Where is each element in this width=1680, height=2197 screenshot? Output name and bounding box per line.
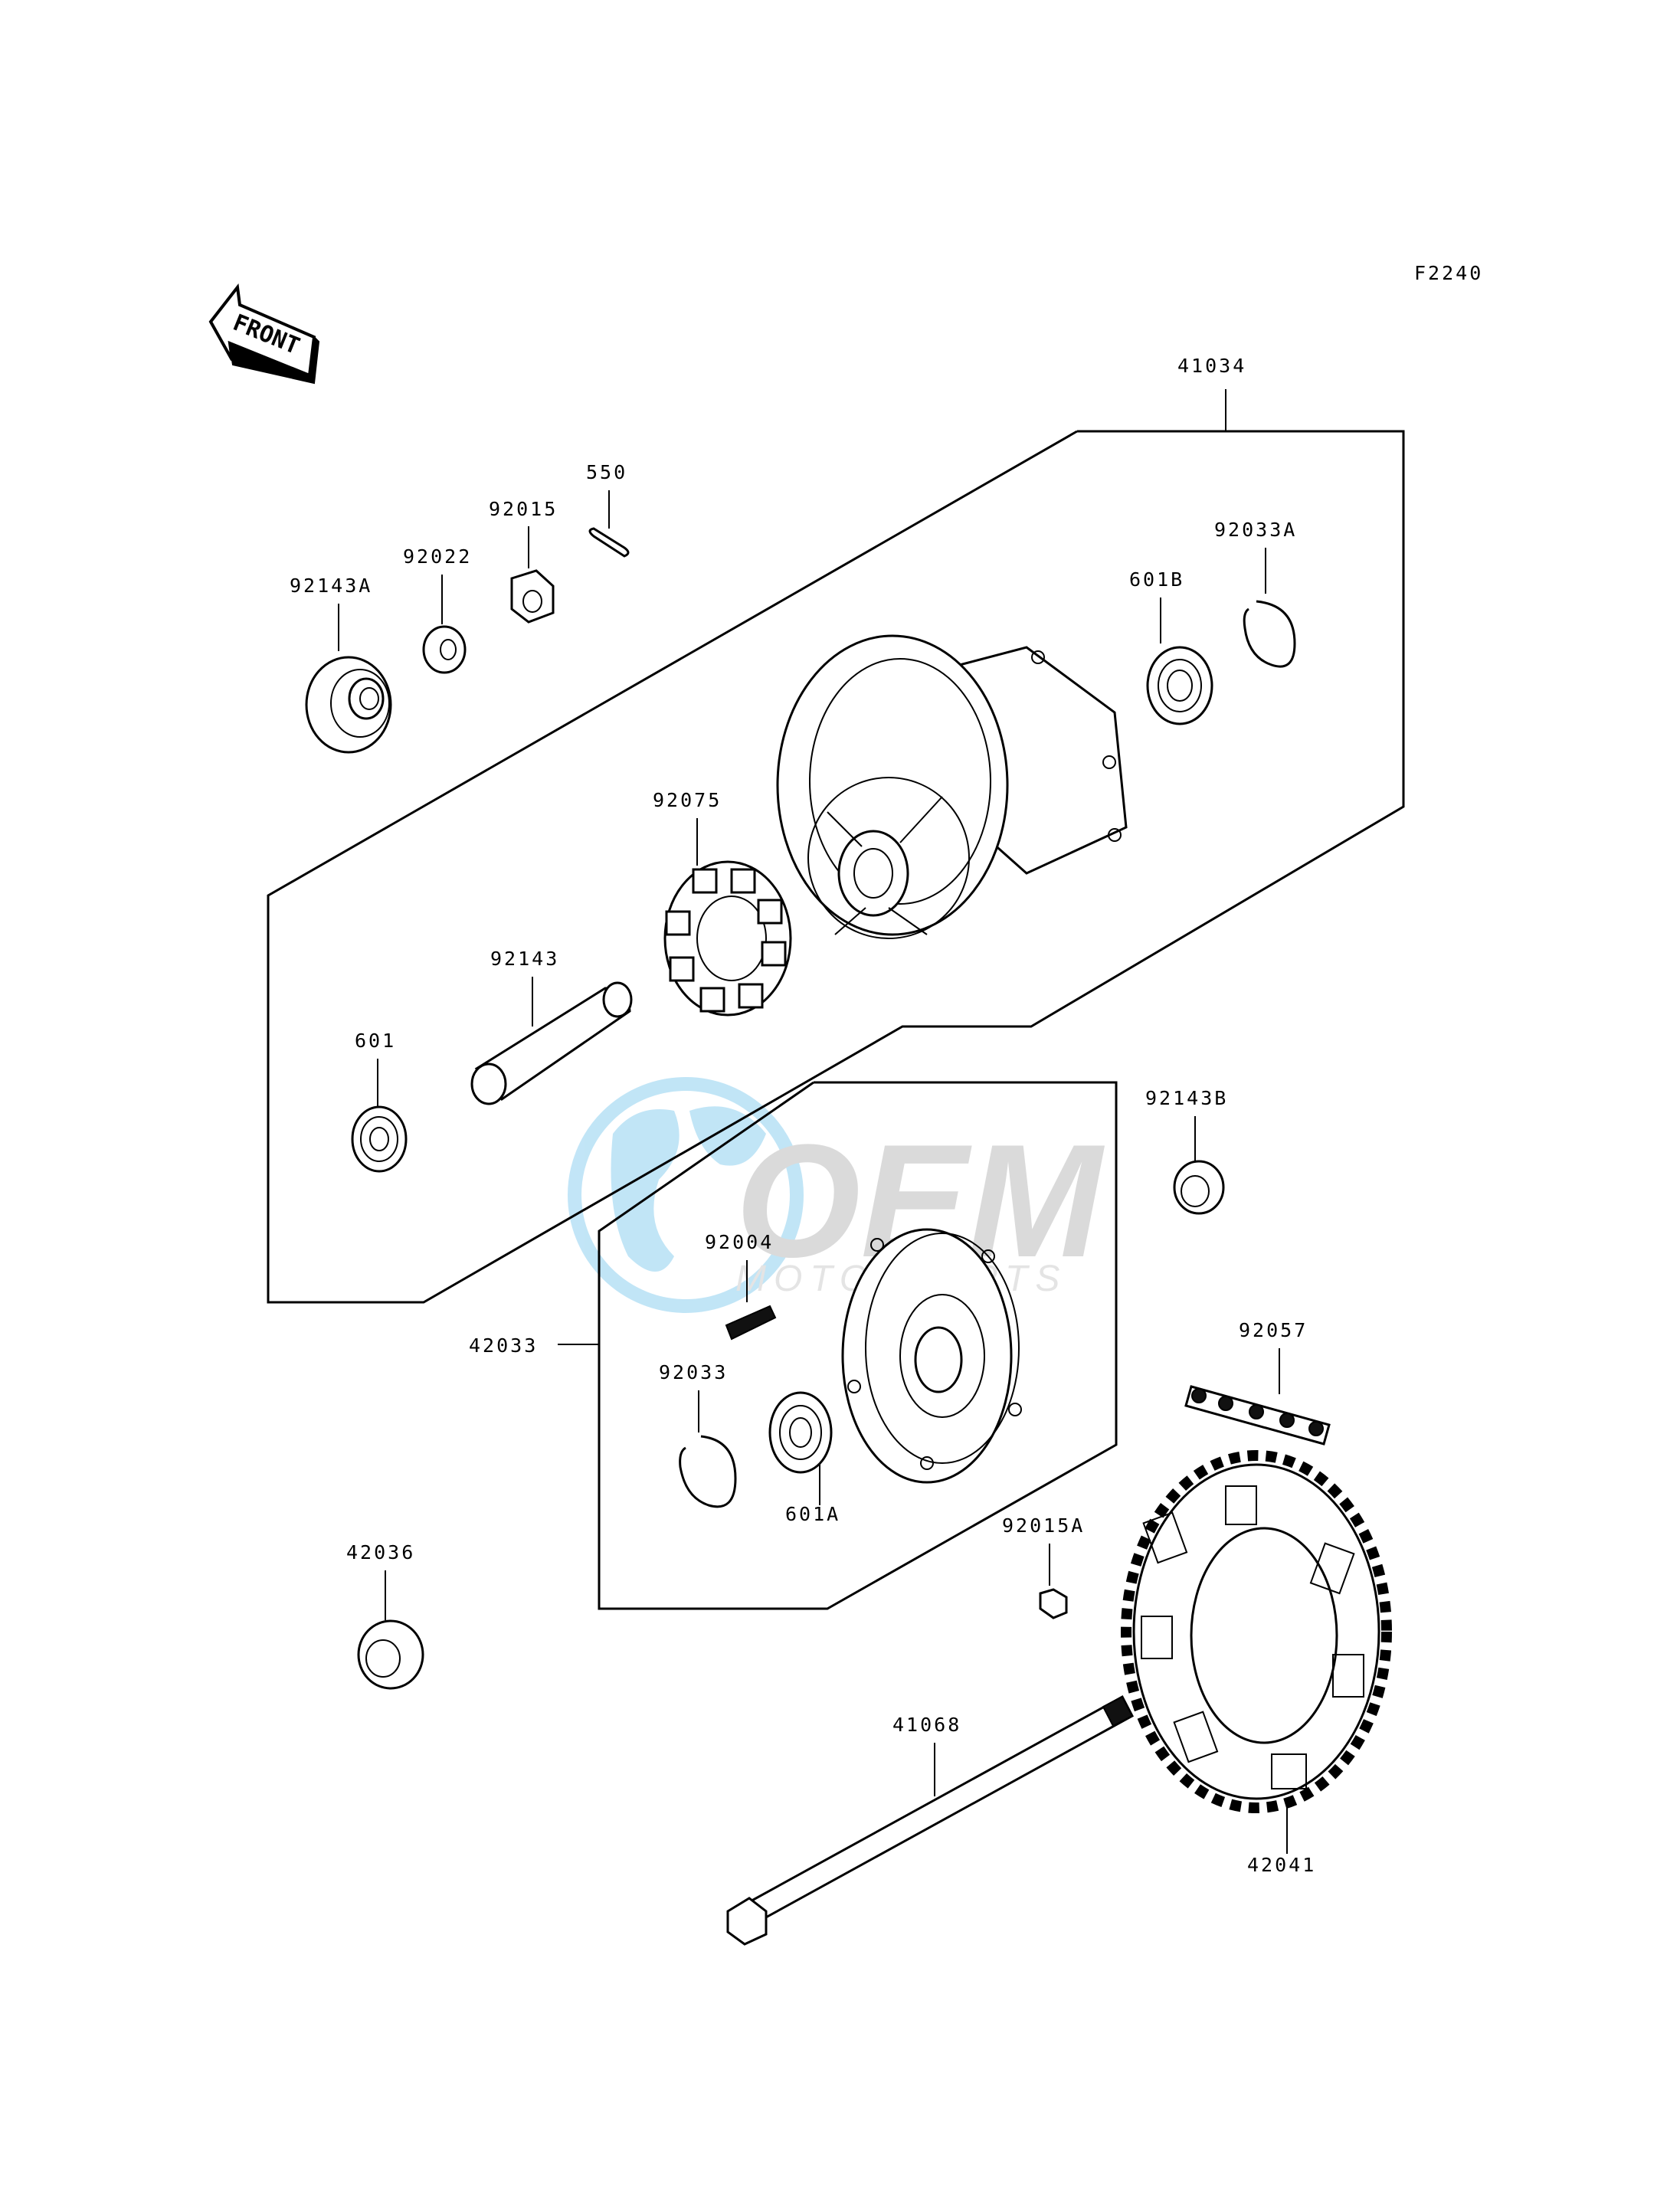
label-42036: 42036 xyxy=(346,1541,415,1563)
axle-icon xyxy=(726,1694,1135,1946)
label-92143B: 92143B xyxy=(1145,1087,1228,1109)
rear-sprocket-icon xyxy=(1121,1450,1392,1813)
sprocket-hub-assembly-outline xyxy=(598,1081,1118,1610)
figure-code: F2240 xyxy=(1414,262,1483,284)
bearing-icon xyxy=(1146,646,1213,725)
cotter-pin-icon xyxy=(588,527,630,558)
label-550: 550 xyxy=(586,461,627,483)
label-601A: 601A xyxy=(785,1503,840,1525)
label-92015: 92015 xyxy=(489,498,558,520)
collar-tube-icon xyxy=(470,981,633,1105)
label-601: 601 xyxy=(355,1030,396,1052)
collar-icon xyxy=(1173,1160,1225,1215)
front-arrow-icon: FRONT xyxy=(208,283,320,385)
label-42033: 42033 xyxy=(469,1334,538,1357)
circlip-icon xyxy=(1243,600,1296,668)
label-92143A: 92143A xyxy=(290,575,372,597)
label-92057: 92057 xyxy=(1239,1319,1308,1341)
label-92033A: 92033A xyxy=(1214,519,1297,541)
stud-icon xyxy=(725,1305,777,1341)
rear-hub-icon xyxy=(776,634,1128,939)
label-92033: 92033 xyxy=(659,1361,728,1383)
nut-icon xyxy=(1039,1588,1068,1619)
chain-joint-icon xyxy=(1184,1385,1331,1446)
label-41034: 41034 xyxy=(1177,355,1246,377)
label-41068: 41068 xyxy=(892,1714,961,1736)
label-601B: 601B xyxy=(1129,568,1184,591)
label-92143: 92143 xyxy=(490,948,559,970)
label-92015A: 92015A xyxy=(1002,1514,1085,1537)
sprocket-hub-icon xyxy=(841,1228,1022,1484)
bearing-icon xyxy=(768,1391,833,1474)
watermark-logo: OEM MOTORPARTS xyxy=(568,1077,1105,1313)
label-42041: 42041 xyxy=(1247,1854,1316,1876)
collar-icon xyxy=(357,1619,424,1690)
circlip-icon xyxy=(679,1435,737,1508)
collar-icon xyxy=(305,656,392,754)
label-92004: 92004 xyxy=(705,1231,774,1253)
washer-icon xyxy=(422,625,467,674)
label-92022: 92022 xyxy=(403,545,472,568)
hub-damper-icon xyxy=(663,860,792,1017)
hub-assembly-outline xyxy=(267,430,1405,1304)
label-92075: 92075 xyxy=(653,789,722,811)
bearing-icon xyxy=(351,1105,408,1173)
castle-nut-icon xyxy=(510,569,555,624)
